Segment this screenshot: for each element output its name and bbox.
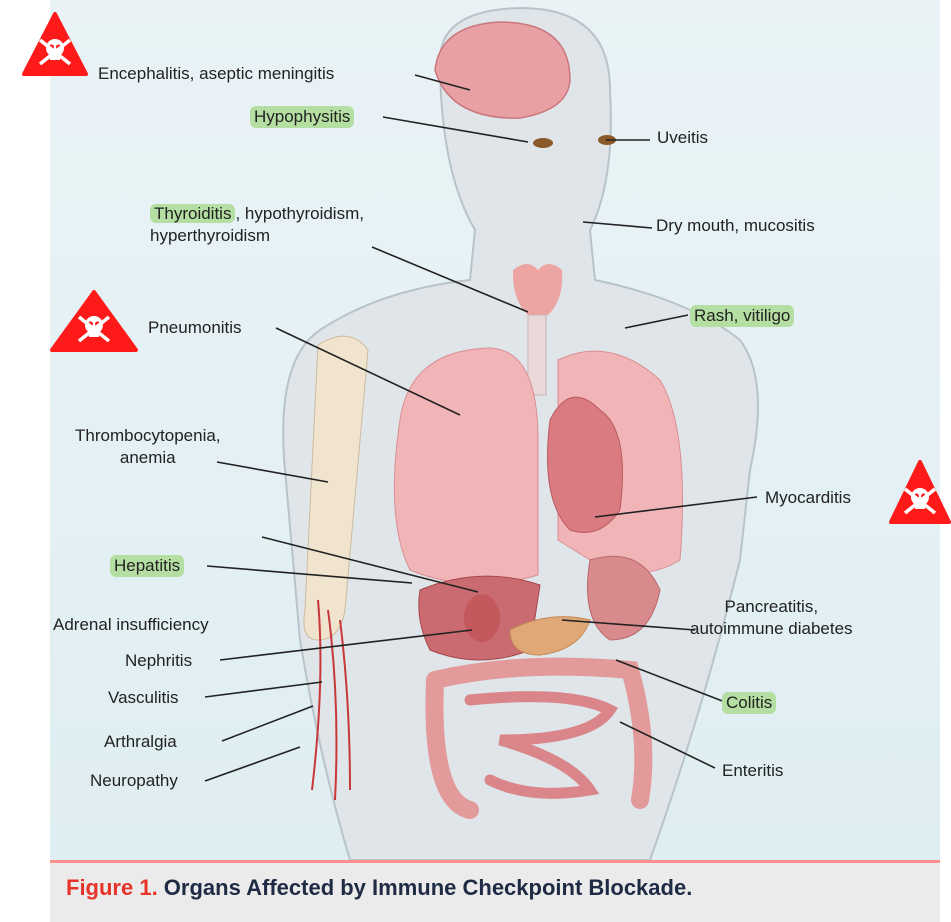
label-enteritis: Enteritis <box>722 760 783 782</box>
label-rash: Rash, vitiligo <box>690 305 794 327</box>
skull-crossbones-hazard-icon <box>50 290 138 352</box>
right-eye <box>533 138 553 148</box>
label-pancreatitis: Pancreatitis, autoimmune diabetes <box>690 596 853 640</box>
right-lung <box>394 348 538 584</box>
kidney <box>464 594 500 642</box>
label-thyroiditis: Thyroiditis <box>150 204 235 223</box>
label-colitis: Colitis <box>722 692 776 714</box>
label-thrombocytopenia: Thrombocytopenia, anemia <box>75 425 221 469</box>
label-dry-mouth: Dry mouth, mucositis <box>656 215 815 237</box>
label-hepatitis: Hepatitis <box>110 555 184 577</box>
label-uveitis: Uveitis <box>657 127 708 149</box>
leader-vasculitis <box>205 682 322 697</box>
leader-arthralgia <box>222 706 313 741</box>
label-nephritis: Nephritis <box>125 650 192 672</box>
leader-neuropathy <box>205 747 300 781</box>
caption-bar: Figure 1. Organs Affected by Immune Chec… <box>50 860 940 922</box>
label-pneumonitis: Pneumonitis <box>148 317 242 339</box>
figure-panel: Encephalitis, aseptic meningitis Hypophy… <box>50 0 940 860</box>
caption-title: Organs Affected by Immune Checkpoint Blo… <box>158 875 693 900</box>
label-neuropathy: Neuropathy <box>90 770 178 792</box>
skull-crossbones-hazard-icon <box>889 460 951 524</box>
label-myocarditis: Myocarditis <box>765 487 851 509</box>
label-vasculitis: Vasculitis <box>108 687 179 709</box>
label-encephalitis: Encephalitis, aseptic meningitis <box>98 63 334 85</box>
label-arthralgia: Arthralgia <box>104 731 177 753</box>
skull-crossbones-hazard-icon <box>22 12 88 76</box>
label-adrenal: Adrenal insufficiency <box>53 614 209 636</box>
label-hypophysitis: Hypophysitis <box>250 106 354 128</box>
figure-caption: Figure 1. Organs Affected by Immune Chec… <box>66 875 692 901</box>
label-thyroiditis-group: Thyroiditis, hypothyroidism, hyperthyroi… <box>150 203 364 247</box>
caption-figure-number: Figure 1. <box>66 875 158 900</box>
